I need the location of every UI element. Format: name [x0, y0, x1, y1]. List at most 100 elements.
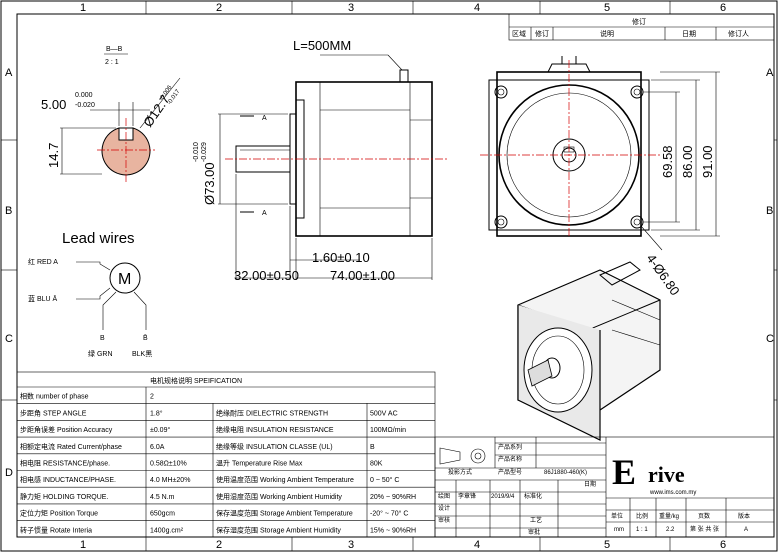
spec-cell-r0-c0: 相数 number of phase	[20, 392, 89, 401]
mounting-holes: 4-Ø6.80	[644, 251, 683, 298]
spec-cell-r2-c3: 100MΩ/min	[370, 427, 406, 434]
revision-header-area: 区域	[512, 29, 526, 38]
scale-value: 1 : 1	[636, 527, 648, 533]
wire-red-label: 红 RED A	[28, 257, 58, 266]
spec-cell-r5-c2: 使用温度范围 Working Ambient Temperature	[216, 475, 354, 484]
spec-cell-r8-c1: 1400g.cm²	[150, 527, 184, 534]
flange-dia: Ø73.00	[202, 162, 217, 205]
version-header: 版本	[738, 512, 750, 520]
spec-cell-r4-c3: 80K	[370, 461, 383, 468]
spec-cell-r7-c3: -20° ~ 70° C	[370, 510, 408, 518]
square-size: 86.00	[680, 145, 695, 178]
unit-header: 单位	[611, 512, 623, 520]
grid-row-b-right: B	[766, 205, 773, 217]
grid-col-4-top: 4	[474, 2, 480, 14]
section-mark-a-top: A	[262, 115, 267, 122]
model-label: 产品型号	[498, 468, 522, 476]
spec-cell-r8-c0: 转子惯量 Rotate Interia	[20, 525, 92, 534]
grid-row-b-left: B	[5, 205, 12, 217]
spec-cell-r6-c3: 20% ~ 90%RH	[370, 494, 416, 501]
revision-header-desc: 说明	[600, 29, 614, 38]
series-label: 产品系列	[498, 443, 522, 451]
key-height: 14.7	[46, 143, 61, 168]
spec-cell-r1-c0: 步距角 STEP ANGLE	[20, 408, 87, 417]
spec-cell-r2-c0: 步距角误差 Position Accuracy	[20, 425, 113, 434]
pages-header: 页数	[698, 512, 710, 520]
revision-table: 修订 区域 修订 说明 日期 修订人	[508, 13, 775, 41]
spec-cell-r5-c1: 4.0 MH±20%	[150, 477, 190, 484]
grid-col-5-bottom: 5	[604, 539, 610, 551]
approve-label: 审批	[528, 528, 540, 536]
grid-col-3-top: 3	[348, 2, 354, 14]
date-label: 日期	[584, 480, 596, 488]
spec-cell-r8-c2: 保存湿度范围 Storage Ambient Humidity	[216, 525, 341, 534]
spec-cell-r5-c3: 0 ~ 50° C	[370, 476, 399, 484]
scale-header: 比例	[636, 512, 648, 520]
grid-row-a-left: A	[5, 67, 13, 79]
section-scale: 2 : 1	[105, 59, 119, 66]
lead-wire-diagram: Lead wires M 红 RED A 蓝 BLU Ā B B̄ 绿 GRN …	[28, 230, 152, 358]
grid-row-a-right: A	[766, 67, 774, 79]
lead-wires-title: Lead wires	[62, 230, 135, 247]
grid-col-5-top: 5	[604, 2, 610, 14]
flange-tol-upper: -0.010	[193, 142, 200, 162]
spec-cell-r8-c3: 15% ~ 90%RH	[370, 527, 416, 534]
motor-symbol: M	[118, 271, 131, 288]
weight-header: 重量/kg	[659, 512, 679, 520]
overall-size: 91.00	[700, 145, 715, 178]
grid-row-c-right: C	[766, 333, 774, 345]
spec-cell-r1-c1: 1.8°	[150, 409, 163, 417]
spec-cell-r6-c1: 4.5 N.m	[150, 494, 175, 501]
key-width: 5.00	[41, 97, 66, 112]
spec-cell-r6-c2: 使用湿度范围 Working Ambient Humidity	[216, 492, 342, 501]
wire-black-label: BLK黑	[132, 350, 152, 358]
revision-title: 修订	[632, 17, 646, 26]
spec-cell-r1-c2: 绝缘耐压 DIELECTRIC STRENGTH	[216, 408, 328, 417]
body-length: 74.00±1.00	[330, 268, 395, 283]
grid-col-3-bottom: 3	[348, 539, 354, 551]
standard-label: 标准化	[524, 492, 542, 500]
grid-col-4-bottom: 4	[474, 539, 480, 551]
spec-cell-r7-c1: 650gcm	[150, 511, 175, 518]
check-label: 审核	[438, 516, 450, 524]
motor-isometric-view	[517, 261, 661, 441]
spec-cell-r4-c1: 0.58Ω±10%	[150, 461, 187, 468]
grid-col-2-bottom: 2	[216, 539, 222, 551]
wire-b-label: B	[100, 335, 105, 342]
grid-row-d-left: D	[5, 467, 13, 479]
spec-cell-r3-c0: 相额定电流 Rated Current/phase	[20, 442, 122, 451]
spec-cell-r2-c2: 绝缘电阻 INSULATION RESISTANCE	[216, 425, 334, 434]
wire-bbar-label: B̄	[143, 334, 148, 342]
draw-date: 2019/9/4	[491, 494, 515, 500]
spec-cell-r5-c0: 相电感 INDUCTANCE/PHASE.	[20, 475, 116, 484]
flange-thickness: 1.60±0.10	[312, 250, 370, 265]
grid-col-6-top: 6	[720, 2, 726, 14]
wire-green-label: 绿 GRN	[88, 349, 113, 358]
wire-blue-label: 蓝 BLU Ā	[28, 294, 58, 303]
model-value: 86J1880-460(K)	[544, 470, 587, 476]
spec-cell-r3-c1: 6.0A	[150, 444, 165, 451]
grid-col-1-top: 1	[80, 2, 86, 14]
pages-value: 第 张 共 张	[690, 525, 719, 533]
shaft-dia: Ø12.7	[140, 92, 173, 130]
grid-col-1-bottom: 1	[80, 539, 86, 551]
spec-cell-r3-c3: B	[370, 444, 375, 451]
hole-spacing: 69.58	[660, 145, 675, 178]
motor-side-view: L=500MM A A Ø73.00 -0.010 -0.029	[193, 38, 448, 283]
spec-title: 电机规格说明 SPEIFICATION	[150, 376, 242, 385]
spec-cell-r6-c0: 静力矩 HOLDING TORQUE.	[20, 492, 108, 501]
version-value: A	[744, 527, 748, 533]
projection-label: 投影方式	[448, 468, 472, 476]
spec-cell-r3-c2: 绝缘等级 INSULATION CLASSE (UL)	[216, 442, 333, 451]
section-view-bb: B—B 2 : 1 5.00 0.000 -0.020 14.7 Ø12.7 -…	[41, 46, 182, 184]
brand-e: E	[612, 452, 636, 492]
key-tol-lower: -0.020	[75, 102, 95, 109]
spec-cell-r4-c0: 相电阻 RESISTANCE/phase.	[20, 459, 110, 468]
grid-row-c-left: C	[5, 333, 13, 345]
spec-cell-r7-c0: 定位力矩 Position Torque	[20, 509, 98, 518]
title-block: 产品系列 产品名称 产品型号 86J1880-460(K) 投影方式 日期 绘图…	[434, 436, 775, 538]
